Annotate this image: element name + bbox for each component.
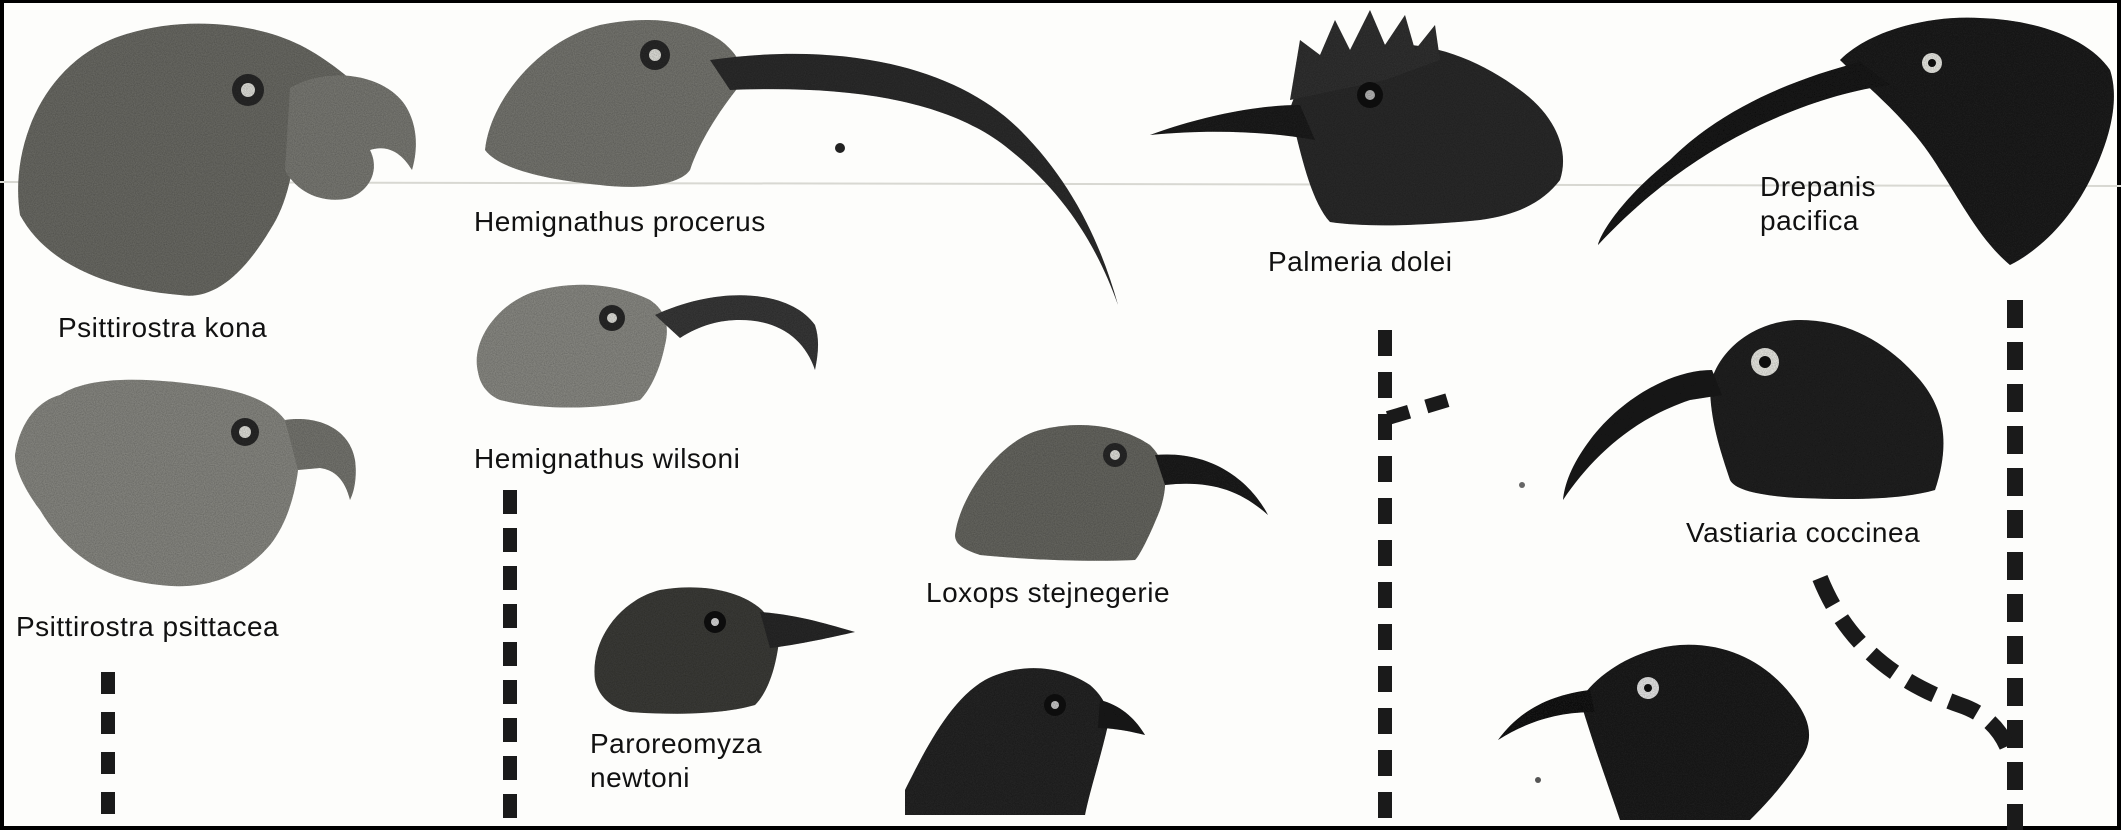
paroreomyza-newtoni-head [594, 587, 855, 713]
label-psittirostra-psittacea: Psittirostra psittacea [16, 610, 279, 644]
psittirostra-psittacea-head [15, 380, 356, 587]
label-hemignathus-procerus: Hemignathus procerus [474, 205, 766, 239]
label-hemignathus-wilsoni: Hemignathus wilsoni [474, 442, 740, 476]
label-loxops-stejnegerie: Loxops stejnegerie [926, 576, 1170, 610]
label-drepanis-pacifica-line2: pacifica [1760, 204, 1859, 238]
dark-finch-head [905, 668, 1145, 815]
psittirostra-kona-head [18, 24, 416, 296]
hemignathus-procerus-head [485, 20, 1118, 305]
hemignathus-wilsoni-head [477, 285, 818, 408]
label-paroreomyza-newtoni-line1: Paroreomyza [590, 727, 762, 761]
label-palmeria-dolei: Palmeria dolei [1268, 245, 1452, 279]
speck [1519, 482, 1525, 488]
label-paroreomyza-newtoni-line2: newtoni [590, 761, 690, 795]
dashed-lineage-vastiaria-branch [1820, 578, 2012, 760]
label-drepanis-pacifica-line1: Drepanis [1760, 170, 1876, 204]
dark-honeycreeper-head [1498, 645, 1809, 820]
dashed-lineage-palmeria [1385, 330, 1448, 830]
speck [835, 143, 845, 153]
vastiaria-coccinea-head [1563, 320, 1943, 500]
loxops-stejnegerie-head [955, 425, 1268, 561]
palmeria-dolei-head [1150, 10, 1563, 225]
label-vastiaria-coccinea: Vastiaria coccinea [1686, 516, 1920, 550]
label-psittirostra-kona: Psittirostra kona [58, 311, 267, 345]
speck [1535, 777, 1541, 783]
